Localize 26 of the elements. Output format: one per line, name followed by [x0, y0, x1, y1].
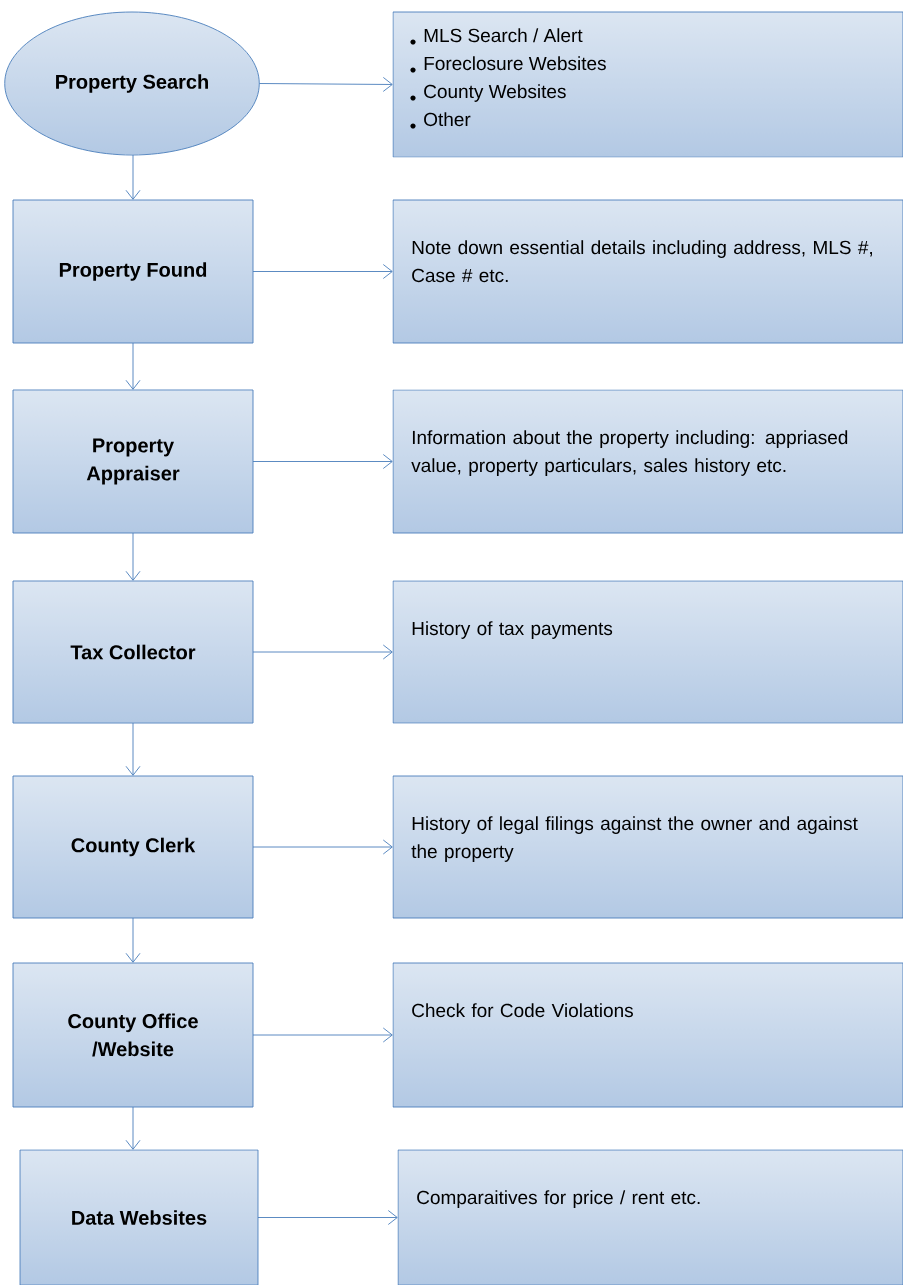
arrow [252, 454, 393, 469]
arrow [252, 264, 393, 279]
process-box: Tax Collector [12, 580, 254, 724]
process-box: County Clerk [12, 775, 254, 919]
note-box: Note down essential details including address, MLS #, Case # etc. [392, 199, 903, 344]
note-box: MLS Search / Alert Foreclosure Websites County Websites Other [392, 11, 903, 158]
arrow [125, 1106, 141, 1150]
arrow [125, 532, 141, 581]
process-box: Property Found [12, 199, 254, 344]
note-box: Check for Code Violations [392, 962, 903, 1108]
arrow [252, 1027, 393, 1043]
process-box: Property Appraiser [12, 389, 254, 534]
process-box: County Office /Website [12, 962, 254, 1108]
process-box: Data Websites [19, 1149, 259, 1285]
arrow [257, 1210, 398, 1225]
note-box: Comparaitives for price / rent etc. [397, 1149, 903, 1285]
arrow [252, 644, 393, 660]
arrow [125, 722, 141, 776]
arrow [252, 839, 393, 855]
arrow [258, 77, 393, 92]
note-box: History of tax payments [392, 580, 903, 724]
arrow [125, 917, 141, 963]
note-box: Information about the property including: appriased value, property particulars, sales history etc. [392, 389, 903, 534]
note-box: History of legal filings against the owner and against the property [392, 775, 903, 919]
arrow [125, 154, 141, 200]
arrow [125, 342, 141, 390]
